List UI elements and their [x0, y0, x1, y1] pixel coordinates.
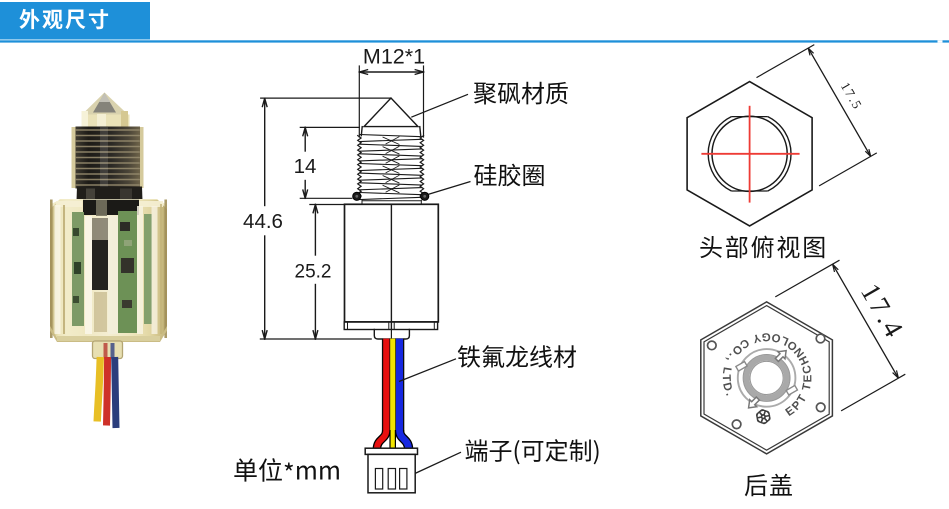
- svg-text:44.6: 44.6: [243, 210, 283, 233]
- svg-text:头部俯视图: 头部俯视图: [699, 228, 828, 263]
- svg-text:17.4: 17.4: [855, 278, 911, 344]
- svg-text:聚砜材质: 聚砜材质: [473, 74, 569, 109]
- svg-text:25.2: 25.2: [295, 262, 332, 283]
- svg-text:外观尺寸: 外观尺寸: [19, 4, 111, 34]
- svg-text:EPT TECHNOLOGY CO., LTD.: EPT TECHNOLOGY CO., LTD.: [720, 330, 815, 419]
- svg-text:硅胶圈: 硅胶圈: [474, 156, 546, 191]
- svg-text:后盖: 后盖: [744, 466, 794, 501]
- svg-text:M12*1: M12*1: [363, 45, 425, 69]
- svg-text:单位*mm: 单位*mm: [233, 452, 341, 491]
- svg-text:铁氟龙线材: 铁氟龙线材: [457, 337, 577, 372]
- svg-text:端子(可定制): 端子(可定制): [465, 432, 601, 467]
- svg-text:14: 14: [294, 155, 317, 178]
